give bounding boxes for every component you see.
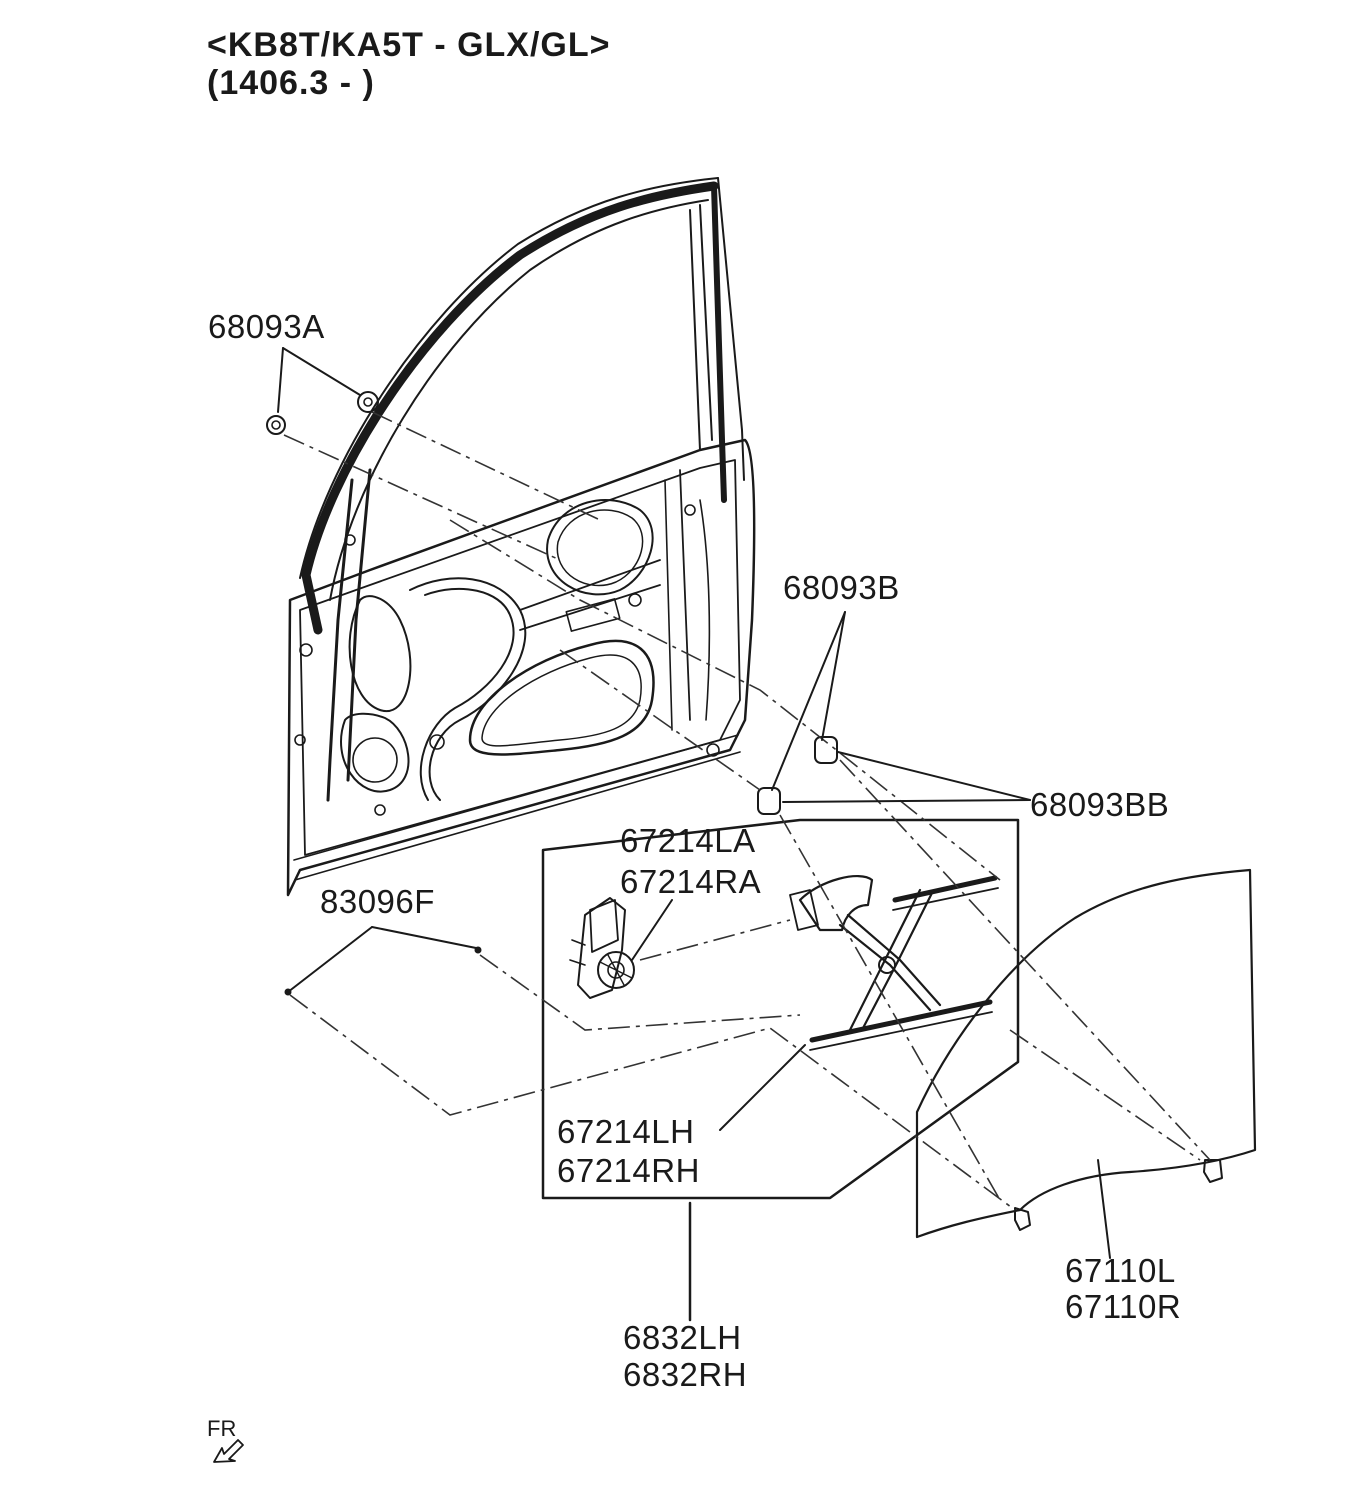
label-68093bb: 68093BB [1030, 786, 1169, 823]
alignment-lines [283, 411, 1211, 1211]
label-67214rh: 67214RH [557, 1152, 700, 1189]
door-glass-drawing [915, 868, 1257, 1239]
label-67214ra: 67214RA [620, 863, 761, 900]
label-67214lh: 67214LH [557, 1113, 694, 1150]
header-date-range: (1406.3 - ) [207, 64, 375, 102]
header-model-code: <KB8T/KA5T - GLX/GL> [207, 26, 611, 64]
front-direction-label: FR [207, 1416, 236, 1441]
label-83096f: 83096F [320, 883, 435, 920]
grommet-68093a [266, 391, 379, 435]
door-frame-drawing [286, 177, 756, 897]
regulator-motor-drawing [569, 897, 635, 999]
regulator-assembly-frame [541, 818, 1020, 1200]
label-6832lh: 6832LH [623, 1319, 742, 1356]
front-direction-arrow-icon [213, 1439, 244, 1463]
label-68093a: 68093A [208, 308, 325, 345]
regulator-mechanism-drawing [789, 875, 999, 1051]
label-6832rh: 6832RH [623, 1356, 747, 1393]
label-67110l: 67110L [1065, 1252, 1176, 1289]
label-67110r: 67110R [1065, 1288, 1181, 1325]
bumper-68093b [757, 736, 838, 815]
leader-lines [277, 347, 1111, 1259]
label-67214la: 67214LA [620, 822, 756, 859]
label-68093b: 68093B [783, 569, 900, 606]
